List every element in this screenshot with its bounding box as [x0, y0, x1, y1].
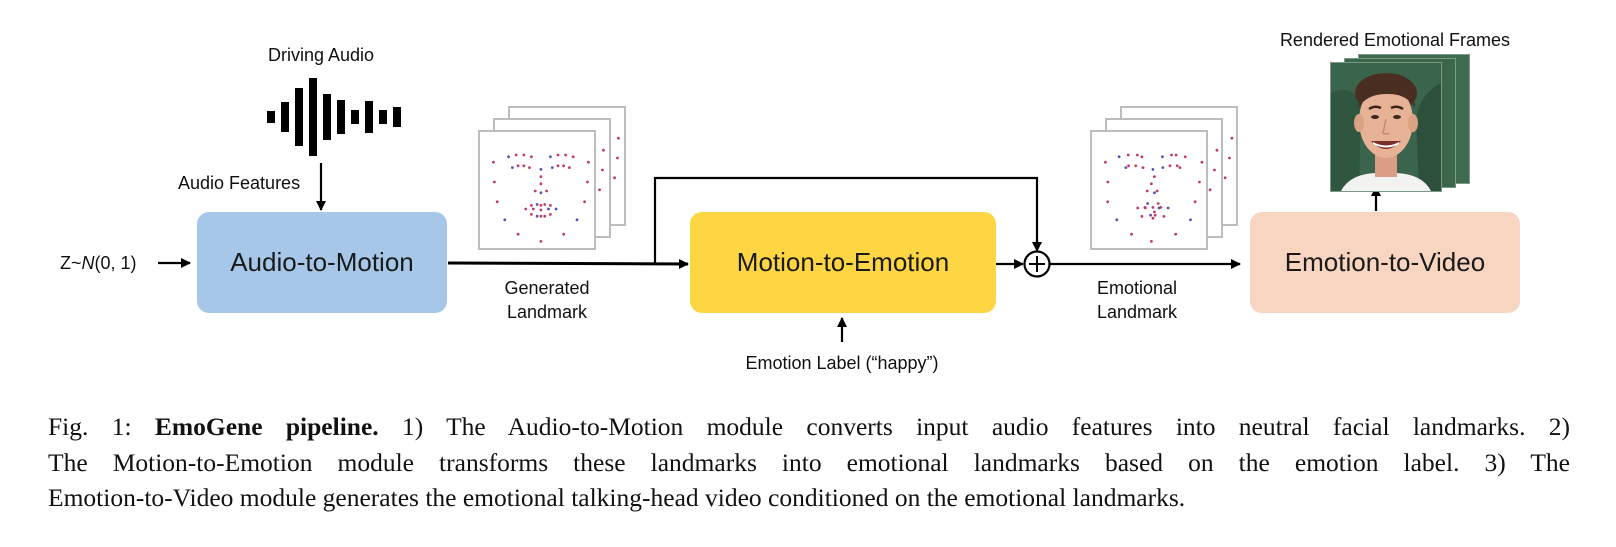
emotion-label-input: Emotion Label (“happy”)	[745, 353, 939, 373]
motion-to-emotion-block: Motion-to-Emotion	[690, 212, 996, 313]
caption-prefix: Fig. 1:	[48, 412, 132, 441]
landmark-frame	[1090, 130, 1208, 250]
audio-waveform-icon	[267, 78, 401, 156]
input-noise-label: Z~N(0, 1)	[60, 253, 137, 273]
generated-landmark-label: Generated Landmark	[504, 278, 590, 322]
figure-caption: Fig. 1: EmoGene pipeline. 1) The Audio-t…	[48, 409, 1570, 516]
emotion-to-video-block: Emotion-to-Video	[1250, 212, 1520, 313]
caption-line-3: Emotion-to-Video module generates the em…	[48, 483, 1186, 512]
caption-line-1: Fig. 1: EmoGene pipeline. 1) The Audio-t…	[48, 409, 1570, 445]
emotional-landmark-stack	[1090, 106, 1240, 252]
landmark-frame	[478, 130, 596, 250]
smiling-face-image	[1331, 63, 1441, 191]
rendered-frame-front	[1330, 62, 1442, 192]
skip-connection-line	[653, 176, 1039, 263]
caption-title: EmoGene pipeline.	[154, 412, 379, 441]
rendered-frames-stack	[1330, 52, 1470, 192]
generated-landmark-stack	[478, 106, 628, 252]
driving-audio-label: Driving Audio	[267, 45, 375, 65]
audio-to-motion-block: Audio-to-Motion	[197, 212, 447, 313]
arrow-a2m-to-m2e	[447, 258, 689, 269]
emotional-landmark-label: Emotional Landmark	[1096, 278, 1178, 322]
pipeline-diagram: Z~N(0, 1) Driving Audio Audio Features A…	[60, 30, 1520, 373]
caption-line-2: The Motion-to-Emotion module transforms …	[48, 447, 1570, 477]
generated-landmark-frames	[478, 106, 626, 250]
audio-features-label: Audio Features	[178, 173, 301, 193]
rendered-frames-label: Rendered Emotional Frames	[1279, 30, 1511, 50]
caption-text-1: 1) The Audio-to-Motion module converts i…	[378, 412, 1570, 441]
emotional-landmark-frames	[1090, 106, 1238, 250]
